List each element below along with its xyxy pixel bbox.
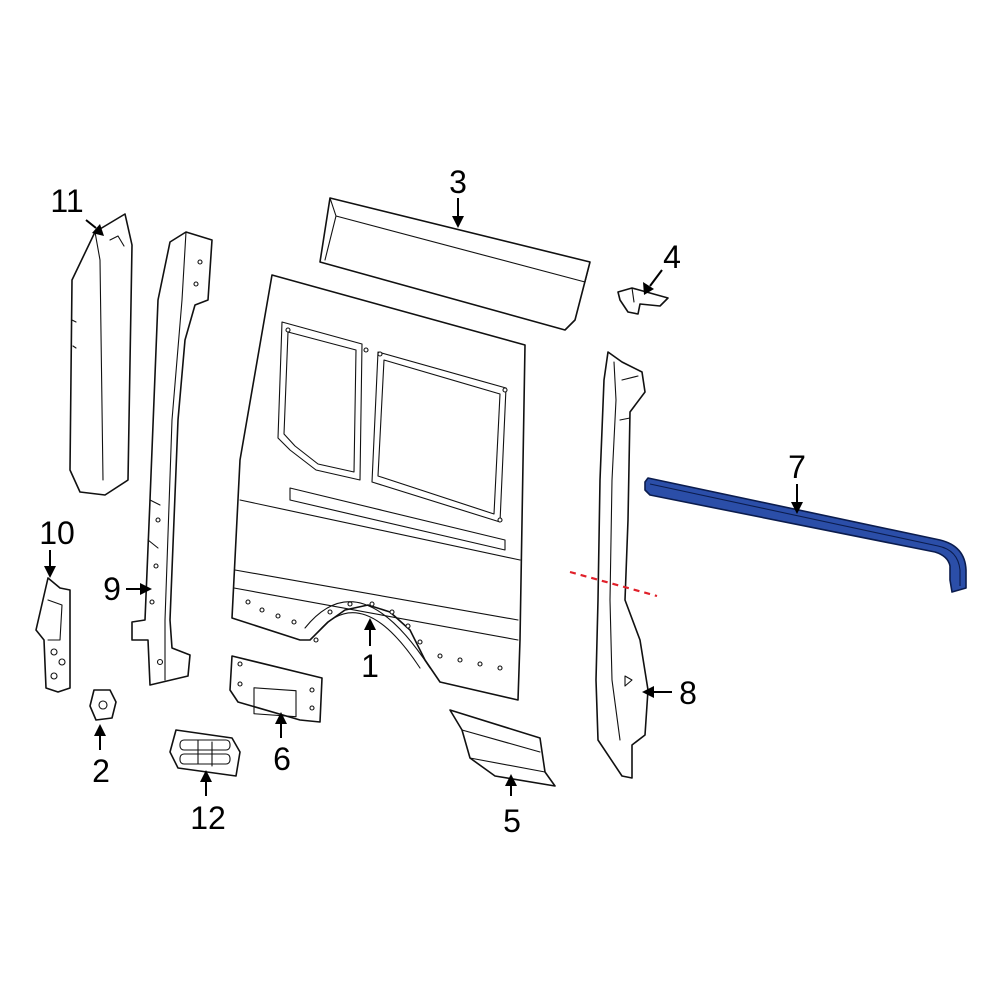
callout-6: 6: [273, 741, 291, 777]
part-5-rocker-panel[interactable]: [449, 709, 556, 787]
callout-3: 3: [449, 164, 467, 200]
part-12-vent[interactable]: [169, 729, 241, 777]
part-1-side-panel[interactable]: [231, 274, 526, 701]
part-6-lower-panel[interactable]: [229, 655, 323, 723]
callout-4: 4: [663, 239, 681, 275]
callout-11: 11: [50, 183, 83, 219]
cut-line: [569, 570, 658, 598]
callout-labels: 3 4 7 8 1 5 6 12 2 10 9 11: [39, 164, 806, 839]
part-2-plate[interactable]: [89, 689, 117, 721]
part-9-pillar[interactable]: [131, 231, 213, 686]
callout-12: 12: [190, 800, 226, 836]
leader-arrows: [44, 198, 803, 796]
part-3-roof-rail[interactable]: [319, 197, 591, 331]
part-10-bracket[interactable]: [35, 577, 71, 693]
callout-7: 7: [788, 449, 806, 485]
callout-9: 9: [103, 571, 121, 607]
callout-10: 10: [39, 515, 75, 551]
callout-5: 5: [503, 803, 521, 839]
part-4-bracket[interactable]: [617, 287, 669, 315]
part-7-rail-highlighted[interactable]: [644, 477, 967, 593]
callout-1: 1: [361, 648, 379, 684]
part-8-pillar[interactable]: [595, 351, 649, 779]
callout-2: 2: [92, 753, 110, 789]
callout-8: 8: [679, 675, 697, 711]
part-11-trim-panel[interactable]: [69, 213, 133, 496]
